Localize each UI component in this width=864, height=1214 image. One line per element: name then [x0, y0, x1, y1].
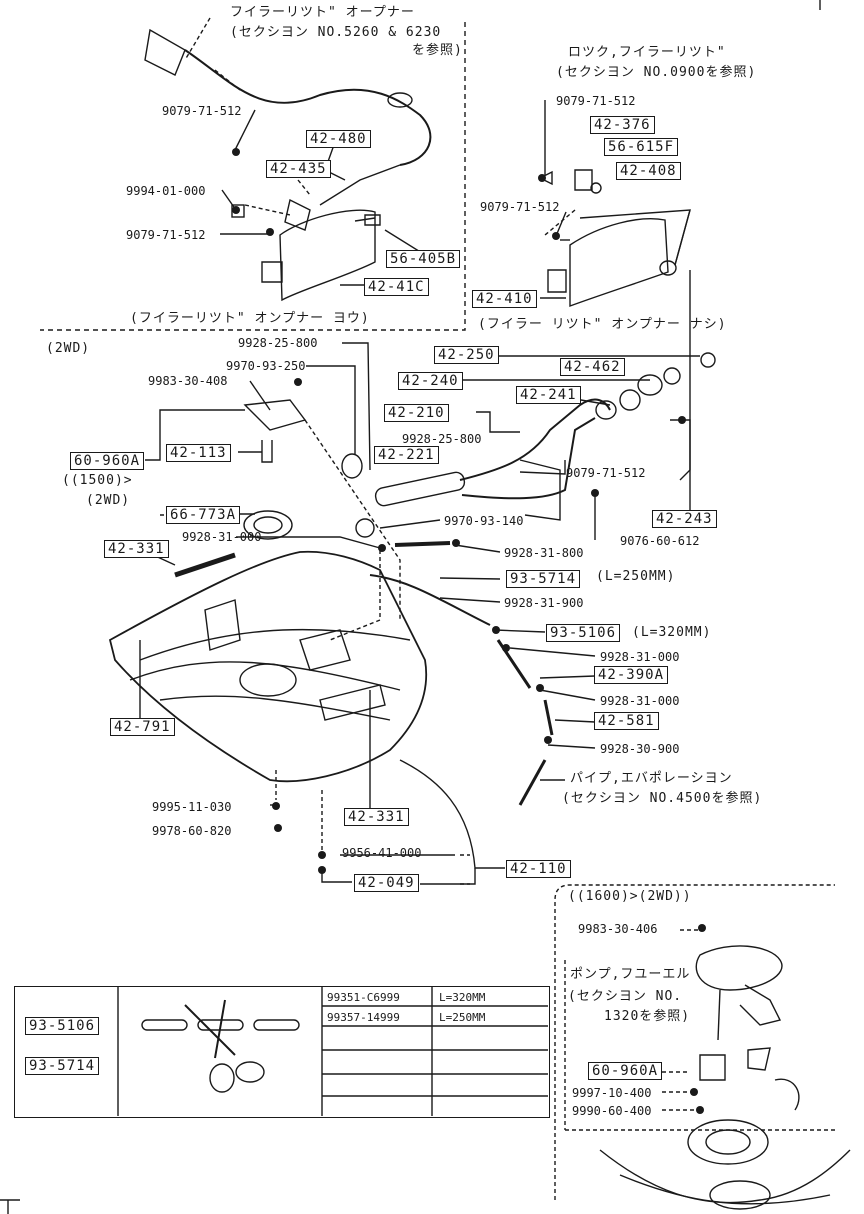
- part-box-42-241: 42-241: [516, 386, 581, 404]
- lock-ref: (セクシヨン NO.0900を参照): [556, 65, 757, 80]
- pump-ref-2: 1320を参照): [604, 1009, 691, 1024]
- opener-handle-icon: [144, 28, 186, 76]
- part-box-56-615f: 56-615F: [604, 138, 679, 156]
- part-number-9978-60-820: 9978-60-820: [152, 824, 232, 838]
- part-number-9995-11-030: 9995-11-030: [152, 800, 232, 814]
- table-cell-length: L=320MM: [439, 991, 486, 1004]
- fuel-lid-left-icon: [279, 209, 376, 302]
- table-cell-length: L=250MM: [439, 1011, 486, 1024]
- part-box-42-462: 42-462: [560, 358, 625, 376]
- part-number-9970-93-140: 9970-93-140: [444, 514, 524, 528]
- opener-ref-2: を参照): [412, 43, 463, 58]
- part-number-9076-60-612: 9076-60-612: [620, 534, 700, 548]
- part-box-60-960a-inset: 60-960A: [588, 1062, 663, 1080]
- part-number-9079-71-512: 9079-71-512: [556, 94, 636, 108]
- part-box-93-5714: 93-5714: [506, 570, 581, 588]
- part-box-42-240: 42-240: [398, 372, 463, 390]
- hose-parts-table: 93-5106 93-5714 99351-C6999 L=320MM 9935…: [14, 986, 550, 1118]
- part-number-9983-30-408: 9983-30-408: [148, 374, 228, 388]
- caption-without-opener: (フイラー リツト" オンプナー ナシ): [478, 317, 727, 332]
- part-number-9928-31-900: 9928-31-900: [504, 596, 584, 610]
- part-number-9983-30-406: 9983-30-406: [578, 922, 658, 936]
- inset-title: ((1600)>(2WD)): [568, 889, 692, 904]
- part-box-42-581: 42-581: [594, 712, 659, 730]
- part-box-42-390a: 42-390A: [594, 666, 669, 684]
- part-box-42-210: 42-210: [384, 404, 449, 422]
- opener-ref: (セクシヨン NO.5260 & 6230: [230, 25, 442, 40]
- part-number-9079-71-512: 9079-71-512: [480, 200, 560, 214]
- part-box-42-049: 42-049: [354, 874, 419, 892]
- pump-ref-1: (セクシヨン NO.: [568, 989, 683, 1004]
- part-number-9928-25-800: 9928-25-800: [238, 336, 318, 350]
- part-box-56-405b: 56-405B: [386, 250, 461, 268]
- part-box-42-791: 42-791: [110, 718, 175, 736]
- pump-title: ポンプ,フユーエル: [570, 967, 691, 982]
- part-box-42-480: 42-480: [306, 130, 371, 148]
- caption-pipe-evap-ref: (セクシヨン NO.4500を参照): [562, 791, 763, 806]
- part-box-42-435: 42-435: [266, 160, 331, 178]
- caption-variant-1500: ((1500)>: [62, 473, 133, 488]
- fuel-tank-icon: [108, 550, 428, 783]
- lock-title: ロツク,フイラーリツト": [568, 45, 726, 60]
- part-box-42-250: 42-250: [434, 346, 499, 364]
- fuel-pump-icon: [695, 945, 783, 991]
- part-box-42-221: 42-221: [374, 446, 439, 464]
- opener-title: フイラーリツト" オープナー: [230, 5, 415, 20]
- table-label-93-5714: 93-5714: [25, 1057, 100, 1075]
- part-box-42-113: 42-113: [166, 444, 231, 462]
- caption-variant-2wd: (2WD): [86, 493, 131, 508]
- part-number-9928-25-800: 9928-25-800: [402, 432, 482, 446]
- part-number-9990-60-400: 9990-60-400: [572, 1104, 652, 1118]
- table-cell-part: 99351-C6999: [327, 991, 400, 1004]
- gauge-unit-icon: [243, 399, 307, 431]
- part-number-9079-71-512: 9079-71-512: [566, 466, 646, 480]
- scissors-icon: [184, 1004, 236, 1056]
- caption-2wd: (2WD): [46, 341, 91, 356]
- part-number-9970-93-250: 9970-93-250: [226, 359, 306, 373]
- table-cell-part: 99357-14999: [327, 1011, 400, 1024]
- part-box-42-410c: 42-41C: [364, 278, 429, 296]
- part-box-42-331-bottom: 42-331: [344, 808, 409, 826]
- part-box-42-376: 42-376: [590, 116, 655, 134]
- part-number-9079-71-512: 9079-71-512: [162, 104, 242, 118]
- part-number-9928-30-900: 9928-30-900: [600, 742, 680, 756]
- part-box-42-243: 42-243: [652, 510, 717, 528]
- caption-length-250: (L=250MM): [596, 569, 676, 584]
- part-box-42-110: 42-110: [506, 860, 571, 878]
- caption-with-opener: (フイラーリツト" オンプナー ヨウ): [130, 311, 370, 326]
- part-box-42-410: 42-410: [472, 290, 537, 308]
- part-box-42-408: 42-408: [616, 162, 681, 180]
- part-number-9079-71-512: 9079-71-512: [126, 228, 206, 242]
- table-label-93-5106: 93-5106: [25, 1017, 100, 1035]
- part-box-66-773a: 66-773A: [166, 506, 241, 524]
- fuel-lid-right-icon: [569, 218, 669, 308]
- part-box-93-5106: 93-5106: [546, 624, 621, 642]
- part-number-9994-01-000: 9994-01-000: [126, 184, 206, 198]
- part-number-9956-41-000: 9956-41-000: [342, 846, 422, 860]
- part-number-9928-31-000: 9928-31-000: [600, 650, 680, 664]
- part-box-60-960a: 60-960A: [70, 452, 145, 470]
- hose-piece-icon: [141, 1019, 188, 1031]
- part-number-9928-31-800: 9928-31-800: [504, 546, 584, 560]
- caption-length-320: (L=320MM): [632, 625, 712, 640]
- part-box-42-331-top: 42-331: [104, 540, 169, 558]
- part-number-9928-31-000: 9928-31-000: [182, 530, 262, 544]
- part-number-9928-31-000: 9928-31-000: [600, 694, 680, 708]
- part-number-9997-10-400: 9997-10-400: [572, 1086, 652, 1100]
- caption-pipe-evap: パイプ,エバポレーシヨン: [570, 771, 733, 786]
